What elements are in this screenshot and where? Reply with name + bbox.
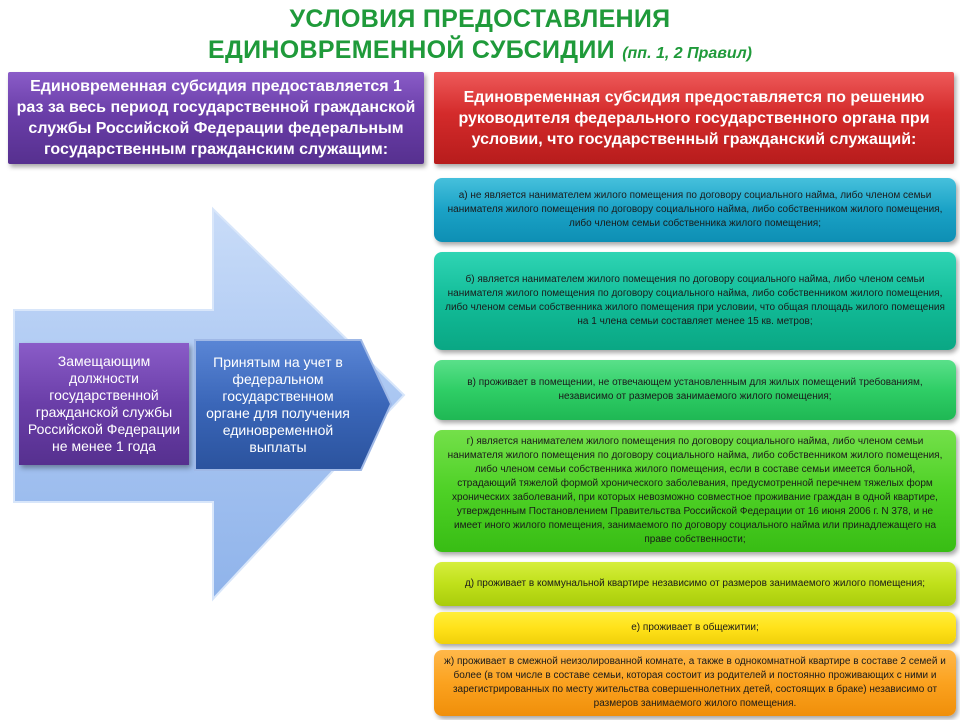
condition-b: б) является нанимателем жилого помещения… (434, 252, 956, 350)
condition-a: а) не является нанимателем жилого помеще… (434, 178, 956, 242)
eligibility-box-registered: Принятым на учет в федеральном государст… (206, 354, 350, 455)
eligibility-arrow-shape (194, 339, 393, 471)
title-line-2: ЕДИНОВРЕМЕННОЙ СУБСИДИИ (пп. 1, 2 Правил… (0, 35, 960, 69)
header-left-box: Единовременная субсидия предоставляется … (8, 72, 424, 164)
condition-g: г) является нанимателем жилого помещения… (434, 430, 956, 552)
eligibility-box-service-length: Замещающим должности государственной гра… (19, 343, 189, 465)
condition-e: е) проживает в общежитии; (434, 612, 956, 644)
header-right-box: Единовременная субсидия предоставляется … (434, 72, 954, 164)
title-line-1: УСЛОВИЯ ПРЕДОСТАВЛЕНИЯ (289, 5, 671, 33)
condition-v: в) проживает в помещении, не отвечающем … (434, 360, 956, 420)
page-title: УСЛОВИЯ ПРЕДОСТАВЛЕНИЯ ЕДИНОВРЕМЕННОЙ СУ… (0, 4, 960, 69)
title-line-2-text: ЕДИНОВРЕМЕННОЙ СУБСИДИИ (208, 36, 615, 64)
condition-d: д) проживает в коммунальной квартире нез… (434, 562, 956, 606)
condition-zh: ж) проживает в смежной неизолированной к… (434, 650, 956, 716)
title-note: (пп. 1, 2 Правил) (622, 45, 752, 62)
